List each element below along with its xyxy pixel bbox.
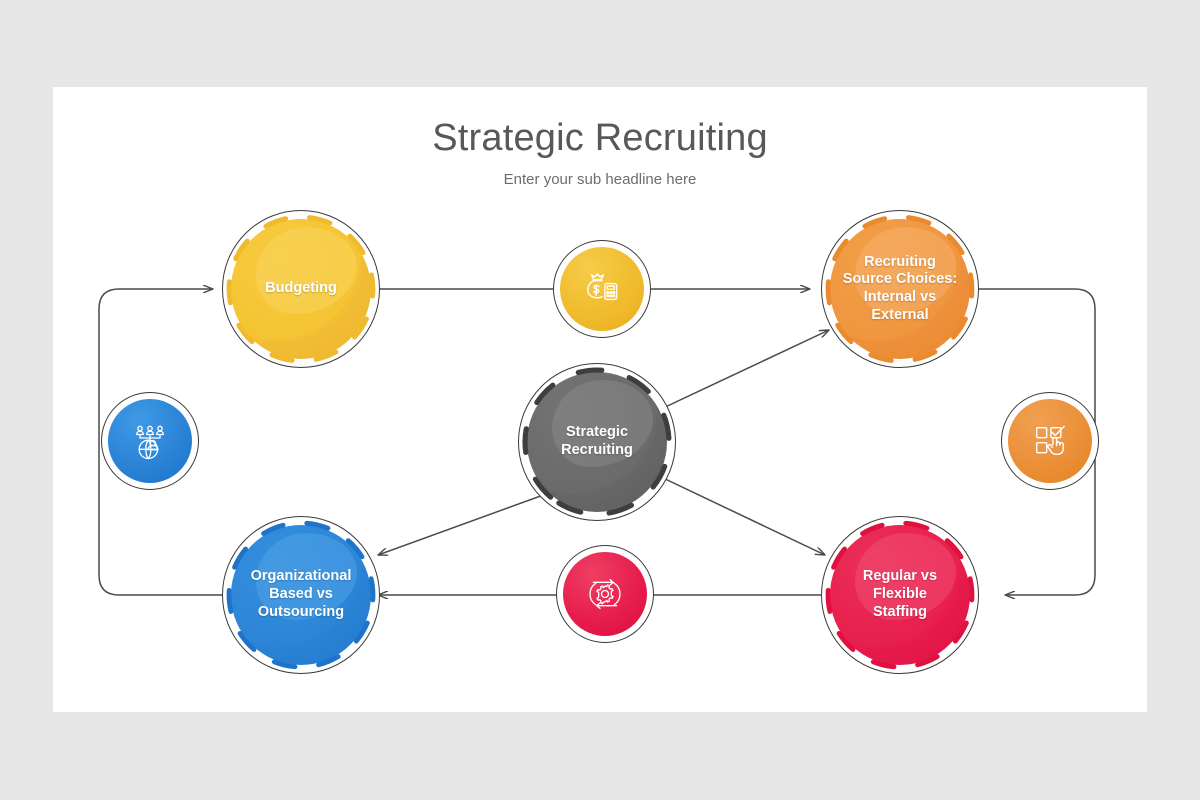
node-label-line-2: Recruiting <box>561 442 633 458</box>
node-label-line-1: Recruiting <box>864 253 936 270</box>
node-label-line-4: External <box>871 306 929 323</box>
connector-center-to-orange <box>660 330 829 410</box>
icon-sphere <box>108 399 192 483</box>
node-label: Recruiting Source Choices: Internal vs E… <box>833 254 967 325</box>
money-bag-calculator-icon <box>587 273 618 301</box>
icon-node-checklist-hand[interactable] <box>1001 392 1099 490</box>
node-organizational-based-vs-outsourcing[interactable]: Organizational Based vs Outsourcing <box>222 516 380 674</box>
page-subtitle: Enter your sub headline here <box>503 171 697 188</box>
icon-node-money-bag-calculator[interactable] <box>553 240 651 338</box>
node-regular-vs-flexible-staffing[interactable]: Regular vs Flexible Staffing <box>821 516 979 674</box>
node-budgeting[interactable]: Budgeting <box>222 210 380 368</box>
page-title: Strategic Recruiting <box>432 117 768 159</box>
connector-center-to-pink <box>660 476 825 555</box>
node-label-line-1: Regular vs <box>862 568 938 585</box>
node-label-line-2: Based vs <box>269 586 333 603</box>
node-label-line-3: Internal vs <box>863 289 937 305</box>
node-strategic-recruiting-center[interactable]: Strategic Recruiting <box>518 363 676 521</box>
icon-node-gear-cycle[interactable] <box>556 545 654 643</box>
connector-left-loop <box>98 289 245 596</box>
slide-canvas: Strategic Recruiting Enter your sub head… <box>53 87 1147 712</box>
node-label-line-2: Source Choices: <box>842 271 958 288</box>
node-label: Strategic Recruiting <box>551 424 643 459</box>
icon-sphere <box>1008 399 1092 483</box>
node-label: Regular vs Flexible Staffing <box>853 568 947 621</box>
node-recruiting-source-choices[interactable]: Recruiting Source Choices: Internal vs E… <box>821 210 979 368</box>
node-label: Organizational Based vs Outsourcing <box>241 568 362 621</box>
gear-cycle-icon <box>589 579 621 609</box>
people-globe-icon <box>136 425 164 460</box>
node-label-line-1: Strategic <box>565 424 629 441</box>
node-label: Budgeting <box>265 280 337 297</box>
node-label-line-2: Flexible <box>873 586 927 603</box>
icon-sphere <box>563 552 647 636</box>
icon-sphere <box>560 247 644 331</box>
icon-node-people-globe[interactable] <box>101 392 199 490</box>
node-label-line-3: Outsourcing <box>257 603 345 620</box>
checklist-hand-icon <box>1035 425 1065 456</box>
node-label-line-3: Staffing <box>873 603 927 620</box>
node-label-line-1: Organizational <box>250 568 352 585</box>
